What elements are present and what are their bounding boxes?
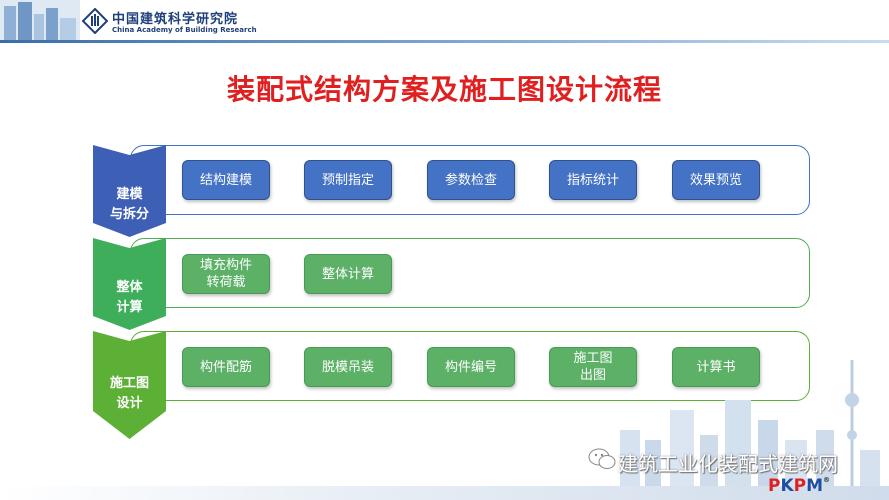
step-button-parameter-check[interactable]: 参数检查	[427, 160, 515, 200]
stage-row-calculation	[130, 238, 810, 308]
brand-letter: K	[780, 476, 794, 496]
brand-letter: P	[793, 476, 807, 496]
stage-label-line: 整体	[116, 280, 143, 295]
org-name-cn: 中国建筑科学研究院	[112, 12, 239, 27]
step-button-effect-preview[interactable]: 效果预览	[672, 160, 760, 200]
pkpm-brand-logo: PKPM®	[768, 476, 831, 496]
building-photo-icon	[0, 0, 80, 40]
step-button-calc-report[interactable]: 计算书	[672, 347, 760, 387]
header: 中国建筑科学研究院 China Academy of Building Rese…	[0, 0, 889, 43]
step-button-member-numbering[interactable]: 构件编号	[427, 347, 515, 387]
step-button-label: 填充构件转荷载	[199, 258, 252, 290]
step-button-structure-modeling[interactable]: 结构建模	[182, 160, 270, 200]
step-button-global-calc[interactable]: 整体计算	[304, 254, 392, 294]
academy-logo-icon	[82, 8, 108, 34]
step-button-indicator-stats[interactable]: 指标统计	[549, 160, 637, 200]
step-button-label: 施工图出图	[573, 351, 613, 383]
stage-label-line: 计算	[116, 300, 143, 315]
step-button-drawing-output[interactable]: 施工图出图	[549, 347, 637, 387]
step-button-prefab-assign[interactable]: 预制指定	[304, 160, 392, 200]
stage-chevron-drawing	[93, 331, 166, 439]
stage-chevron-modeling	[93, 145, 166, 237]
stage-label-line: 设计	[116, 396, 143, 411]
org-name-en: China Academy of Building Research	[112, 26, 257, 34]
stage-label-drawing: 施工图 设计	[93, 374, 166, 414]
footer-band	[0, 486, 889, 500]
stage-label-line: 与拆分	[109, 207, 149, 222]
stage-label-calculation: 整体 计算	[93, 278, 166, 318]
step-button-demold-hoist[interactable]: 脱模吊装	[304, 347, 392, 387]
watermark-text: 建筑工业化装配式建筑网	[618, 452, 838, 476]
stage-chevron-calculation	[93, 238, 166, 330]
city-skyline-decoration	[620, 360, 880, 500]
step-button-fill-member-load[interactable]: 填充构件转荷载	[182, 254, 270, 294]
stage-label-line: 施工图	[109, 376, 149, 391]
wechat-icon	[588, 448, 616, 469]
brand-letter: P	[768, 476, 781, 496]
header-divider	[0, 40, 889, 43]
step-button-reinforcement[interactable]: 构件配筋	[182, 347, 270, 387]
brand-letter: M	[806, 476, 824, 496]
page-title: 装配式结构方案及施工图设计流程	[226, 73, 662, 106]
stage-label-modeling: 建模 与拆分	[93, 185, 166, 225]
stage-label-line: 建模	[116, 187, 143, 202]
